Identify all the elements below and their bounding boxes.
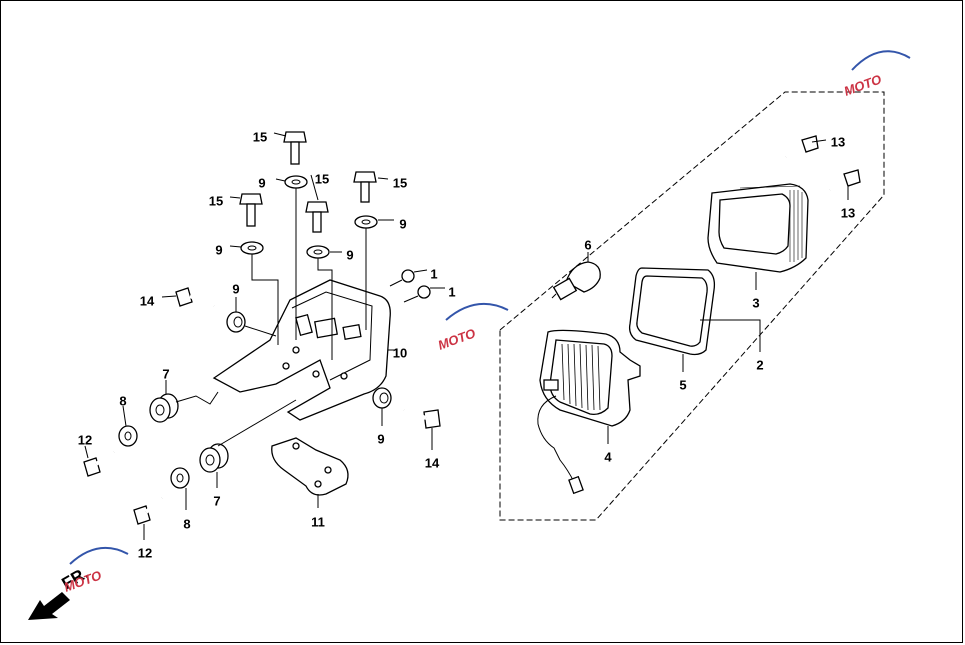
callout-c13b: 13 xyxy=(841,205,855,220)
watermark-logo-mid: MOTO xyxy=(436,303,509,353)
part-14-bolt-a xyxy=(175,287,215,308)
callout-c12b: 12 xyxy=(138,545,152,560)
part-12-bolt-a xyxy=(83,450,116,477)
callout-c8a: 8 xyxy=(119,393,126,408)
part-10-bracket xyxy=(212,279,391,421)
callout-c15a: 15 xyxy=(253,129,267,144)
part-6-bulb xyxy=(551,261,601,301)
callout-c1b: 1 xyxy=(448,284,455,299)
part-3-lens-housing xyxy=(707,183,809,273)
callout-c15c: 15 xyxy=(393,175,407,190)
callout-c10: 10 xyxy=(393,345,407,360)
part-13-screw-a xyxy=(785,135,819,159)
callout-c14b: 14 xyxy=(425,455,440,470)
part-4-light-body xyxy=(537,329,641,495)
callout-c4: 4 xyxy=(604,449,612,464)
callout-c15d: 15 xyxy=(209,193,223,208)
watermark-text: MOTO xyxy=(436,325,478,352)
callout-c2: 2 xyxy=(756,357,763,372)
part-15-bolt-d xyxy=(239,193,263,227)
callout-c9e: 9 xyxy=(232,281,239,296)
callout-c14a: 14 xyxy=(140,293,155,308)
callout-c12a: 12 xyxy=(78,432,92,447)
callout-c9c: 9 xyxy=(215,242,222,257)
callout-c3: 3 xyxy=(752,295,759,310)
part-14-bolt-b xyxy=(403,408,441,429)
part-15-bolt-b xyxy=(305,201,329,233)
callout-c7a: 7 xyxy=(162,366,169,381)
callout-c9b: 9 xyxy=(399,216,406,231)
callout-c5: 5 xyxy=(679,377,686,392)
callout-c7b: 7 xyxy=(213,493,220,508)
callout-c11: 11 xyxy=(311,514,325,529)
leader-lines xyxy=(84,132,849,540)
assembly-boundary xyxy=(499,91,885,521)
watermark-text: MOTO xyxy=(842,71,884,98)
callout-c9f: 9 xyxy=(377,431,384,446)
part-15-bolt-a xyxy=(283,131,307,165)
part-15-bolt-c xyxy=(353,171,377,203)
callout-c1a: 1 xyxy=(430,266,437,281)
part-1-screws xyxy=(389,269,431,303)
callout-c9a: 9 xyxy=(258,175,265,190)
part-11-plate xyxy=(271,437,349,496)
part-12-bolt-b xyxy=(133,496,164,525)
callout-c9d: 9 xyxy=(346,247,353,262)
callout-c8b: 8 xyxy=(183,516,190,531)
callout-c6: 6 xyxy=(584,237,591,252)
part-13-screw-b xyxy=(829,169,861,192)
front-direction-arrow: FR. xyxy=(28,563,92,620)
callout-c13a: 13 xyxy=(831,134,845,149)
callout-c15b: 15 xyxy=(315,171,329,186)
part-7-grommets xyxy=(149,393,229,473)
part-8-collars xyxy=(118,425,190,489)
part-5-gasket xyxy=(628,267,716,356)
